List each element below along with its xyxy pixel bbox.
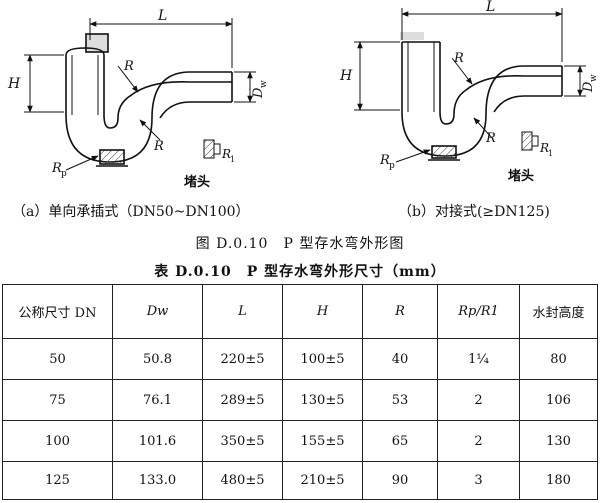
header-water-seal: 水封高度 [519, 284, 598, 339]
plug-detail-a [203, 139, 221, 159]
caption-a: （a）单向承插式（DN50~DN100） [12, 204, 250, 220]
cell: 40 [362, 338, 438, 380]
label-R1-a: R [221, 147, 231, 161]
label-Dw-b: D w [581, 74, 599, 93]
caption-b: （b）对接式(≥DN125) [398, 204, 550, 220]
label-Rp-b-sub: p [389, 161, 395, 171]
drawing-a [65, 33, 233, 167]
label-Rp-a: R [51, 161, 62, 176]
cell: 1¼ [437, 338, 520, 380]
svg-text:w: w [259, 80, 269, 88]
header-dw: Dw [112, 284, 203, 339]
cell: 101.6 [112, 420, 203, 462]
header-rp-r1: Rp/R1 [437, 284, 520, 339]
plug-detail-b [521, 131, 539, 151]
cell: 133.0 [112, 461, 203, 500]
cell: 100±5 [282, 338, 363, 380]
svg-text:w: w [589, 74, 599, 82]
label-H-b: H [339, 68, 353, 84]
cell: 50.8 [112, 338, 203, 380]
header-l: L [202, 284, 283, 339]
table-title: 表 D.0.10 P 型存水弯外形尺寸（mm） [154, 264, 446, 280]
label-L-a: L [157, 8, 167, 24]
label-H-a: H [7, 76, 21, 92]
cell: 180 [519, 461, 598, 500]
cell: 75 [2, 379, 113, 421]
label-R-b-top: R [453, 51, 464, 66]
cell: 106 [519, 379, 598, 421]
cell: 3 [437, 461, 520, 500]
table-row: 125 133.0 480±5 210±5 90 3 180 [2, 461, 598, 500]
figure-title: 图 D.0.10 P 型存水弯外形图 [195, 236, 405, 252]
header-h: H [282, 284, 363, 339]
cell: 2 [437, 379, 520, 421]
header-dn: 公称尺寸 DN [2, 284, 113, 339]
cell: 53 [362, 379, 438, 421]
label-R-a-top: R [123, 59, 134, 74]
cell: 480±5 [202, 461, 283, 500]
cell: 50 [2, 338, 113, 380]
cell: 100 [2, 420, 113, 462]
table-row: 50 50.8 220±5 100±5 40 1¼ 80 [2, 338, 598, 380]
table-row: 75 76.1 289±5 130±5 53 2 106 [2, 379, 598, 421]
label-plug-a: 堵头 [184, 174, 210, 190]
header-r: R [362, 284, 438, 339]
label-Rp-a-sub: p [61, 169, 67, 179]
dimension-table: 公称尺寸 DN Dw L H R Rp/R1 水封高度 50 50.8 220±… [2, 284, 598, 500]
cell: 155±5 [282, 420, 363, 462]
table-row: 100 101.6 350±5 155±5 65 2 130 [2, 420, 598, 462]
label-R1-b-sub: 1 [548, 149, 553, 158]
trap-drawing: L H R R D w R p R 1 堵头 L H R R D w R p R… [7, 0, 599, 190]
cell: 125 [2, 461, 113, 500]
cell: 2 [437, 420, 520, 462]
cell: 76.1 [112, 379, 203, 421]
cell: 130±5 [282, 379, 363, 421]
cell: 65 [362, 420, 438, 462]
cell: 210±5 [282, 461, 363, 500]
label-plug-b: 堵头 [508, 168, 534, 184]
label-R-b-bottom: R [485, 131, 496, 146]
cell: 80 [519, 338, 598, 380]
cell: 350±5 [202, 420, 283, 462]
svg-text:D: D [581, 81, 596, 93]
cell: 90 [362, 461, 438, 500]
label-R-a-bottom: R [153, 139, 164, 154]
table-header-row: 公称尺寸 DN Dw L H R Rp/R1 水封高度 [2, 284, 598, 339]
cell: 289±5 [202, 379, 283, 421]
label-L-b: L [485, 0, 495, 15]
drawing-b [400, 32, 563, 161]
cell: 220±5 [202, 338, 283, 380]
svg-text:D: D [251, 87, 266, 99]
cell: 130 [519, 420, 598, 462]
label-R1-b: R [539, 141, 549, 155]
label-Dw-a: D w [251, 80, 269, 99]
label-R1-a-sub: 1 [230, 155, 235, 164]
label-Rp-b: R [379, 153, 390, 168]
